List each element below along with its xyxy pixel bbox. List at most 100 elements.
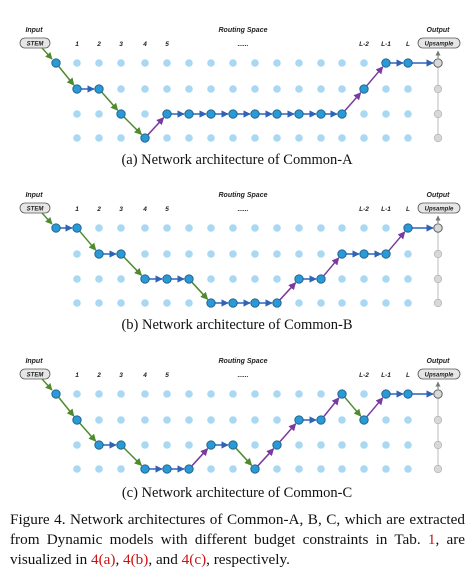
grid-node	[251, 275, 259, 283]
upsample-label: Upsample	[425, 42, 454, 48]
figure-ref-a-link[interactable]: 4(a)	[90, 551, 116, 568]
grid-node	[141, 299, 149, 307]
grid-node	[73, 390, 81, 398]
path-node	[403, 58, 413, 68]
grid-node	[382, 134, 390, 142]
upsample-box	[417, 368, 461, 380]
grid-node	[73, 441, 81, 449]
path-node	[359, 415, 369, 425]
table-ref-link[interactable]: 1	[427, 531, 436, 548]
grid-node	[433, 415, 443, 425]
grid-node	[185, 390, 193, 398]
grid-node	[117, 134, 125, 142]
grid-node	[382, 85, 390, 93]
grid-node	[433, 249, 443, 259]
grid-node	[73, 299, 81, 307]
upsample-label: Upsample	[425, 373, 454, 379]
grid-node	[338, 465, 346, 473]
grid-node	[273, 275, 281, 283]
path-edge	[191, 281, 209, 300]
column-label: 2	[96, 372, 101, 379]
grid-node	[163, 390, 171, 398]
grid-node	[360, 59, 368, 67]
path-node	[403, 389, 413, 399]
path-node	[72, 415, 82, 425]
path-node	[94, 440, 104, 450]
grid-node	[207, 59, 215, 67]
grid-node	[382, 110, 390, 118]
grid-node	[185, 85, 193, 93]
column-label: 2	[96, 206, 101, 213]
path-node	[206, 109, 216, 119]
path-node	[162, 274, 172, 284]
grid-node	[404, 250, 412, 258]
column-label: 5	[165, 41, 169, 48]
grid-node	[117, 416, 125, 424]
figure-ref-c-link[interactable]: 4(c)	[181, 551, 207, 568]
grid-node	[117, 275, 125, 283]
grid-node	[163, 224, 171, 232]
path-edge	[123, 116, 142, 135]
grid-node	[229, 275, 237, 283]
grid-node	[382, 416, 390, 424]
path-node	[162, 464, 172, 474]
path-node	[206, 440, 216, 450]
stem-edge	[41, 47, 53, 60]
path-node	[206, 298, 216, 308]
path-node	[294, 109, 304, 119]
path-node	[433, 223, 443, 233]
output-label: Output	[427, 358, 451, 365]
grid-node	[338, 275, 346, 283]
grid-node	[163, 134, 171, 142]
grid-node	[229, 59, 237, 67]
grid-node	[207, 416, 215, 424]
column-label: 1	[75, 206, 79, 213]
grid-node	[433, 440, 443, 450]
subcaption-c: (c) Network architecture of Common-C	[121, 485, 353, 501]
grid-node	[95, 134, 103, 142]
grid-node	[360, 224, 368, 232]
grid-node	[207, 465, 215, 473]
grid-node	[229, 416, 237, 424]
grid-node	[360, 441, 368, 449]
path-node	[337, 249, 347, 259]
path-node	[140, 274, 150, 284]
path-node	[116, 440, 126, 450]
path-node	[116, 109, 126, 119]
grid-node	[163, 85, 171, 93]
grid-node	[382, 275, 390, 283]
path-node	[184, 464, 194, 474]
grid-node	[163, 416, 171, 424]
grid-node	[207, 134, 215, 142]
grid-node	[360, 110, 368, 118]
path-node	[250, 298, 260, 308]
column-label: L-2	[359, 206, 369, 213]
grid-node	[360, 299, 368, 307]
figure-ref-b-link[interactable]: 4(b)	[123, 551, 149, 568]
output-label: Output	[427, 192, 451, 199]
grid-node	[295, 250, 303, 258]
grid-node	[141, 59, 149, 67]
output-label: Output	[427, 27, 451, 34]
grid-node	[185, 416, 193, 424]
grid-node	[273, 224, 281, 232]
grid-node	[163, 299, 171, 307]
path-node	[72, 223, 82, 233]
grid-node	[95, 465, 103, 473]
column-label: 1	[75, 41, 79, 48]
column-label: L-2	[359, 372, 369, 379]
figure-caption: Figure 4. Network architectures of Commo…	[10, 510, 465, 570]
grid-node	[433, 274, 443, 284]
grid-node	[117, 85, 125, 93]
grid-node	[317, 441, 325, 449]
grid-node	[295, 299, 303, 307]
grid-node	[273, 465, 281, 473]
column-label: 4	[142, 206, 147, 213]
grid-node	[295, 85, 303, 93]
grid-node	[295, 134, 303, 142]
grid-node	[273, 134, 281, 142]
grid-node	[360, 134, 368, 142]
grid-node	[317, 465, 325, 473]
grid-node	[185, 299, 193, 307]
